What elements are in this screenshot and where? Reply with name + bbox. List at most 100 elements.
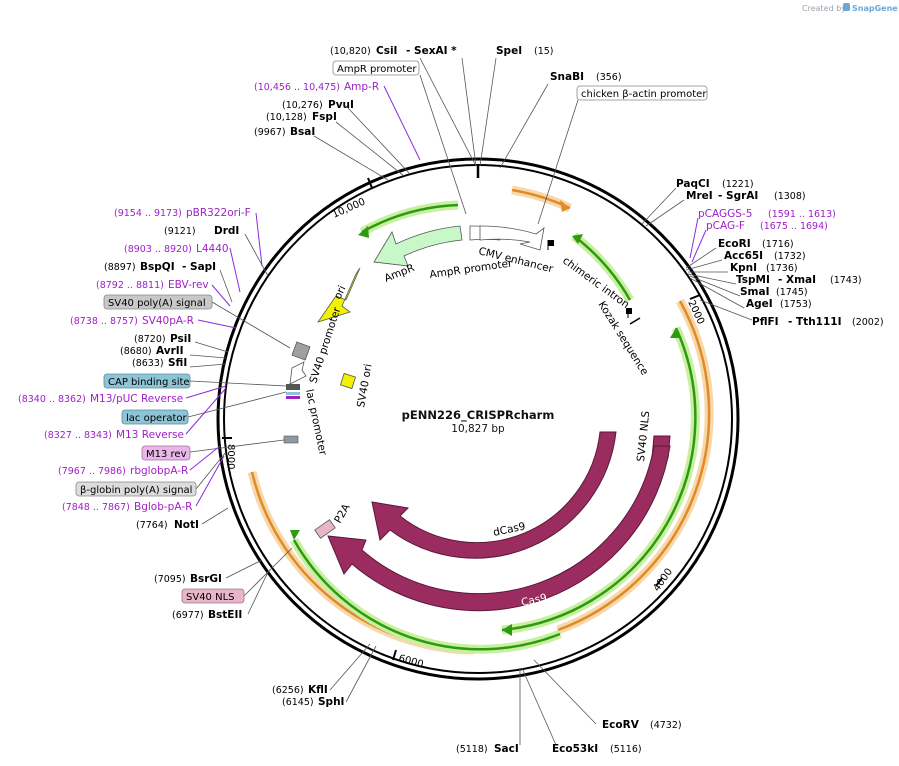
primer-ebvrev-range: (8792 .. 8811) <box>96 280 164 291</box>
box-cap-binding-site[interactable]: CAP binding site <box>103 373 191 389</box>
kozak-label: Kozak sequence <box>595 299 650 377</box>
pflfi-pos: (2002) <box>852 317 884 328</box>
saci-pos: (5118) <box>456 744 488 755</box>
primer-l4440-name[interactable]: L4440 <box>196 243 229 255</box>
tspmi-pos: (1743) <box>830 275 862 286</box>
primer-rbglob-name[interactable]: rbglobpA-R <box>130 465 188 477</box>
sv40-ori-feature[interactable] <box>339 372 357 390</box>
kfli-pos: (6256) <box>272 685 304 696</box>
lac-promoter-label: lac promoter <box>303 388 329 457</box>
box-ampr-promoter[interactable]: AmpR promoter <box>332 60 420 76</box>
tick-label-8000: 8000 <box>225 444 236 469</box>
kpni-name[interactable]: KpnI <box>730 262 757 274</box>
primer-bglob-name[interactable]: Bglob-pA-R <box>134 501 192 513</box>
primer-pbr322-name[interactable]: pBR322ori-F <box>186 207 251 219</box>
primer-m13puc-name[interactable]: M13/pUC Reverse <box>90 393 183 405</box>
saci-name[interactable]: SacI <box>494 743 519 755</box>
box-chicken-actin-label: chicken β-actin promoter <box>581 89 707 100</box>
ecorv-name[interactable]: EcoRV <box>602 719 640 731</box>
dcas9-feature[interactable] <box>371 431 617 559</box>
chimeric-intron-flag-icon <box>547 240 554 250</box>
sexai-name[interactable]: - SexAI * <box>406 45 457 57</box>
pflfi-name[interactable]: PflFI <box>752 316 779 328</box>
agei-pos: (1753) <box>780 299 812 310</box>
bsai-name[interactable]: BsaI <box>290 126 315 138</box>
snapgene-logo-icon <box>843 3 850 11</box>
pvui-pos: (10,276) <box>282 100 323 111</box>
box-sv40-polya[interactable]: SV40 poly(A) signal <box>103 294 213 310</box>
cmv-enhancer-feature[interactable] <box>479 225 545 251</box>
sv40-promoter-feature[interactable] <box>289 341 311 385</box>
avrii-name[interactable]: AvrII <box>156 345 184 357</box>
bsteii-name[interactable]: BstEII <box>208 609 242 621</box>
box-beta-globin-label: β-globin poly(A) signal <box>80 485 192 496</box>
bsrgi-pos: (7095) <box>154 574 186 585</box>
mrei-name[interactable]: MreI <box>686 190 713 202</box>
box-chicken-actin-promoter[interactable]: chicken β-actin promoter <box>576 85 708 101</box>
cas9-feature[interactable] <box>327 445 671 612</box>
drdi-name[interactable]: DrdI <box>214 225 239 237</box>
plasmid-length: 10,827 bp <box>451 423 505 435</box>
ecori-name[interactable]: EcoRI <box>718 238 751 250</box>
agei-name[interactable]: AgeI <box>746 298 773 310</box>
tth111i-name[interactable]: - Tth111I <box>788 316 842 328</box>
cas9-label: Cas9 <box>520 592 548 609</box>
primer-rbglob-range: (7967 .. 7986) <box>58 466 126 477</box>
box-sv40-nls[interactable]: SV40 NLS <box>181 588 245 604</box>
primer-ampr-name[interactable]: Amp-R <box>344 81 379 93</box>
csii-name[interactable]: CsiI <box>376 45 397 57</box>
primer-pcaggs5-name[interactable]: pCAGGS-5 <box>698 208 752 220</box>
acc65i-name[interactable]: Acc65I <box>724 250 763 262</box>
ecori-pos: (1716) <box>762 239 794 250</box>
sapi-name[interactable]: - SapI <box>182 261 216 273</box>
tick-label-4000: 4000 <box>651 567 675 594</box>
acc65i-pos: (1732) <box>774 251 806 262</box>
bsteii-pos: (6977) <box>172 610 204 621</box>
kfli-name[interactable]: KflI <box>308 684 328 696</box>
fspi-name[interactable]: FspI <box>312 111 337 123</box>
plasmid-name: pENN226_CRISPRcharm <box>402 408 555 423</box>
primer-m13puc-range: (8340 .. 8362) <box>18 394 86 405</box>
sv40-ori-label: SV40 ori <box>355 363 374 409</box>
noti-name[interactable]: NotI <box>174 519 199 531</box>
avrii-pos: (8680) <box>120 346 152 357</box>
sfii-name[interactable]: SfiI <box>168 357 187 369</box>
bspqi-name[interactable]: BspQI <box>140 261 175 273</box>
eco53ki-name[interactable]: Eco53kI <box>552 743 598 755</box>
tick-marks <box>222 164 701 661</box>
tspmi-name[interactable]: TspMI <box>736 274 770 286</box>
bsrgi-name[interactable]: BsrGI <box>190 573 222 585</box>
paqci-name[interactable]: PaqCI <box>676 178 710 190</box>
pvui-name[interactable]: PvuI <box>328 99 354 111</box>
primer-ebvrev-name[interactable]: EBV-rev <box>168 279 209 291</box>
kozak-flag-icon <box>626 308 641 325</box>
sgrai-name[interactable]: - SgrAI <box>718 190 758 202</box>
ori-feature[interactable] <box>317 267 361 323</box>
primer-m13rev-name[interactable]: M13 Reverse <box>116 429 184 441</box>
xmai-name[interactable]: - XmaI <box>778 274 816 286</box>
primer-pcagf-name[interactable]: pCAG-F <box>706 220 745 232</box>
primer-ampr-range: (10,456 .. 10,475) <box>254 82 340 93</box>
lac-region-marks <box>283 384 300 444</box>
spei-name[interactable]: SpeI <box>496 45 522 57</box>
smai-name[interactable]: SmaI <box>740 286 770 298</box>
credit-brand[interactable]: SnapGene <box>852 4 898 13</box>
box-beta-globin-polya[interactable]: β-globin poly(A) signal <box>75 481 197 497</box>
box-lac-operator-label: lac operator <box>126 413 187 424</box>
ampr-feature[interactable] <box>373 225 463 267</box>
box-m13-rev[interactable]: M13 rev <box>141 445 191 461</box>
snabi-pos: (356) <box>596 72 622 83</box>
primer-pbr322-range: (9154 .. 9173) <box>114 208 182 219</box>
ori-label: ori <box>332 284 349 301</box>
sphi-name[interactable]: SphI <box>318 696 344 708</box>
box-lac-operator[interactable]: lac operator <box>121 409 189 425</box>
psii-name[interactable]: PsiI <box>170 333 191 345</box>
primer-sv40par-name[interactable]: SV40pA-R <box>142 315 194 327</box>
paqci-pos: (1221) <box>722 179 754 190</box>
p2a-feature[interactable] <box>314 519 336 539</box>
credit-prefix: Created by <box>802 4 846 13</box>
primer-bglob-range: (7848 .. 7867) <box>62 502 130 513</box>
green-track-top-left <box>359 200 459 236</box>
snabi-name[interactable]: SnaBI <box>550 71 584 83</box>
drdi-pos: (9121) <box>164 226 196 237</box>
